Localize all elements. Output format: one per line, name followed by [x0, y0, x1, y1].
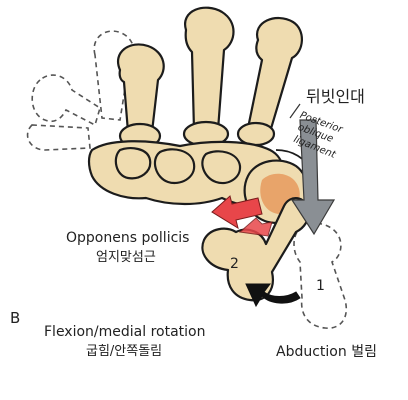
red-arrows — [211, 195, 273, 237]
position-1-label: 1 — [316, 278, 325, 294]
flexion-label-english: Flexion/medial rotation — [44, 324, 206, 340]
ghost-outlines — [26, 30, 347, 329]
black-flexion-arrow — [245, 283, 301, 308]
carpal-1 — [114, 147, 152, 180]
abduction-label: Abduction 벌림 — [276, 344, 377, 360]
ghost-finger-outline-2 — [31, 74, 101, 127]
opponens-label-english: Opponens pollicis — [66, 230, 190, 246]
red-arrow-2 — [238, 217, 273, 237]
flexion-label-korean: 굽힘/안쪽돌림 — [86, 344, 163, 359]
ligament-label-korean: 뒤빗인대 — [306, 87, 365, 106]
middle-finger — [184, 6, 235, 132]
ghost-finger-outline-3 — [26, 124, 91, 151]
ghost-thumb-outline — [293, 222, 347, 329]
gray-abduction-arrow — [290, 119, 336, 236]
carpal-3 — [201, 150, 242, 185]
red-arrow-1 — [211, 195, 263, 230]
panel-label: B — [10, 309, 21, 327]
thumb-metacarpal — [201, 197, 310, 302]
ring-finger — [246, 17, 303, 134]
finger-bones — [117, 6, 303, 150]
opponens-label-korean: 엄지맞섬근 — [96, 250, 156, 265]
index-finger — [117, 43, 165, 134]
position-2-label: 2 — [230, 256, 239, 272]
carpal-2 — [153, 148, 196, 185]
carpal-bones — [87, 140, 285, 207]
ligament-leader-line — [289, 103, 301, 119]
ring-mcp-head — [236, 121, 276, 147]
